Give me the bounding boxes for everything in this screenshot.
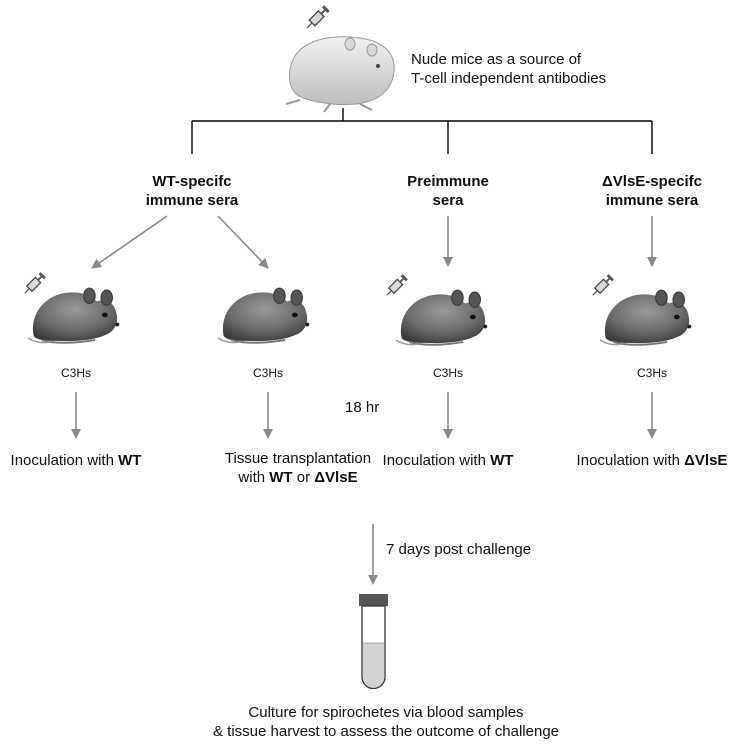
nude-mouse-image [285, 36, 395, 113]
branch-header-wt: WT-specifc immune sera [145, 173, 239, 209]
source-label: Nude mice as a source of T-cell independ… [411, 51, 607, 87]
final-label: Culture for spirochetes via blood sample… [212, 704, 560, 740]
culture-tube-icon [359, 594, 388, 690]
challenge-label: 7 days post challenge [386, 541, 532, 558]
sera-arrows [91, 215, 657, 269]
mouse-image-2 [218, 287, 311, 344]
outcome-2: Tissue transplantation with WT or ΔVlsE [224, 450, 372, 486]
branch-tree [191, 108, 653, 154]
syringe-icon-3 [383, 273, 409, 299]
mouse-label-2: C3Hs [252, 366, 284, 380]
branch-header-dvlse: ΔVlsE-specifc immune sera [602, 173, 702, 209]
time-label: 18 hr [345, 399, 380, 416]
syringe-icon-4 [589, 273, 615, 299]
mouse-label-4: C3Hs [636, 366, 668, 380]
mouse-label-1: C3Hs [60, 366, 92, 380]
outcome-4: Inoculation with ΔVlsE [576, 452, 728, 469]
outcome-3: Inoculation with WT [382, 452, 514, 469]
mouse-image-3 [396, 289, 489, 346]
outcome-arrows [71, 392, 657, 439]
mouse-label-3: C3Hs [432, 366, 464, 380]
branch-header-preimmune: Preimmune sera [407, 173, 489, 209]
outcome-1: Inoculation with WT [10, 452, 142, 469]
syringe-icon [303, 4, 331, 32]
mouse-image-1 [28, 287, 121, 344]
mouse-image-4 [600, 289, 693, 346]
syringe-icon-1 [21, 271, 47, 297]
